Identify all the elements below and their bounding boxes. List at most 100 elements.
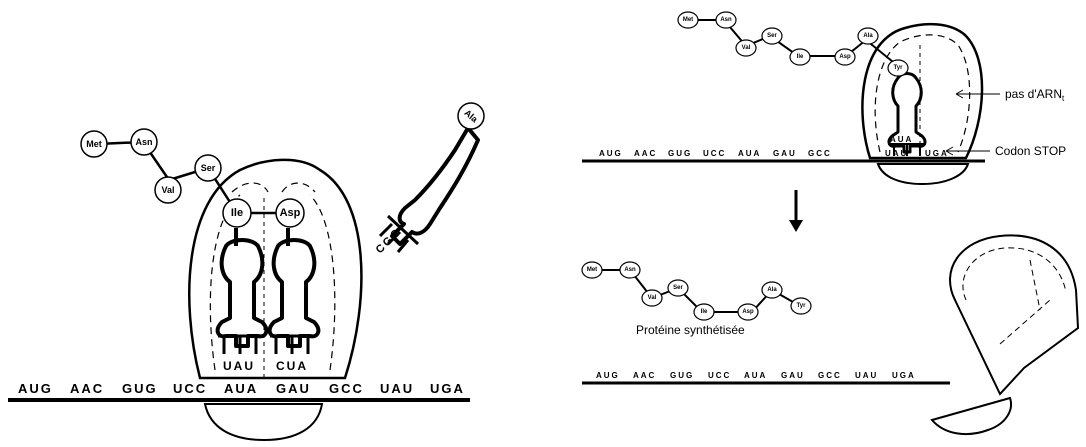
ribosome-small-subunit [203,403,324,442]
codon: AUA [744,371,767,380]
mrna-codons-left: AUG AAC GUG UCC AUA GAU GCC UAU UGA [18,381,465,396]
aa-ala: Ala [761,281,783,299]
aa-ser: Ser [761,27,783,45]
aa-ser: Ser [667,279,689,297]
aa-met: Met [581,261,603,279]
codon: GAU [773,149,797,158]
codon: UGA [430,381,465,396]
codon: GCC [808,149,832,158]
codon: AAC [634,149,657,158]
codon: UAU [885,149,908,158]
mrna-codons-top: AUG AAC GUG UCC AUA GAU GCC UAU UGA [599,149,949,158]
released-large-subunit [949,234,1080,396]
arrow-stop-head [945,146,954,156]
svg-text:Ser: Ser [673,285,683,291]
svg-text:Val: Val [648,295,657,301]
svg-text:Asn: Asn [135,137,152,147]
ribosome-large-subunit-top [861,22,984,160]
tyr-anticodon: AUA [890,135,913,144]
aa-ala-incoming: Ala [457,102,485,130]
trna-a-site-legs [270,334,314,354]
aa-asp: Asp [834,48,856,66]
svg-text:Tyr: Tyr [797,303,807,309]
svg-text:Met: Met [587,267,597,273]
codon: GAU [276,381,311,396]
mrna-codons-bottom: AUG AAC GUG UCC AUA GAU GCC UAU UGA [596,371,916,380]
svg-text:Ile: Ile [231,207,243,219]
codon: GUG [122,381,158,396]
svg-text:Ser: Ser [767,33,777,39]
codon: GCC [329,381,364,396]
svg-text:Ile: Ile [797,54,804,60]
aa-ile: Ile [789,48,811,66]
aa-tyr: Tyr [887,59,909,77]
aa-met: Met [80,130,108,158]
label-stop-codon: Codon STOP [995,144,1066,158]
codon: UCC [708,371,731,380]
aa-asn: Asn [715,11,737,29]
ribosome-inner-outline-top [874,34,971,153]
codon: AUG [18,381,53,396]
aa-asn: Asn [619,261,641,279]
right-top-panel: Met Asn Val Ser Ile Asp Ala Tyr AUA AUG … [582,11,1066,232]
arrow-no-trna-head [955,89,964,99]
codon: UCC [703,149,726,158]
left-panel: Met Asn Val Ser Ile Asp Ala UAU CUA CGG … [8,102,485,442]
svg-text:Asp: Asp [280,207,301,219]
aa-tyr: Tyr [790,297,812,315]
codon: AUG [599,149,623,158]
label-no-trna: pas d'ARNt [1005,87,1065,103]
released-small-subunit [930,396,1012,436]
aa-val: Val [735,39,757,57]
codon: GAU [781,371,805,380]
a-site-anticodon: CUA [276,359,308,373]
ribosome-small-subunit-top [876,163,970,186]
released-large-subunit-inner [962,247,1067,345]
svg-text:Met: Met [86,139,102,149]
peptide-bonds [96,140,290,215]
codon: UAU [380,381,414,396]
label-no-trna-subscript: t [1062,94,1065,103]
svg-text:Val: Val [742,45,751,51]
codon: UGA [925,149,949,158]
trna-p-site [215,228,269,348]
trna-incoming-legs [378,214,420,253]
trna-p-site-legs [218,334,262,354]
aa-ser: Ser [194,154,222,182]
svg-text:Asp: Asp [742,309,754,315]
ribosome-inner-outline [209,194,336,371]
codon: GCC [818,371,842,380]
svg-text:Ala: Ala [767,287,777,293]
svg-text:Val: Val [161,185,174,195]
aa-ile: Ile [222,198,252,228]
codon: GUG [668,149,692,158]
aa-asn: Asn [130,128,158,156]
codon: UAU [855,371,878,380]
svg-text:Asp: Asp [839,54,851,60]
trna-tyr-legs [888,143,926,156]
svg-text:Ser: Ser [201,163,216,173]
svg-text:Ala: Ala [863,33,873,39]
aa-ala: Ala [857,27,879,45]
codon: AAC [633,371,656,380]
svg-text:Met: Met [683,17,693,23]
protein-label: Protéine synthétisée [636,323,745,337]
codon: AUG [596,371,620,380]
aa-asp: Asp [737,303,759,321]
svg-text:Tyr: Tyr [894,65,904,71]
ribosome-top-dash [231,182,316,193]
aa-met: Met [677,11,699,29]
aa-asp: Asp [275,198,305,228]
trna-a-site [267,228,321,348]
codon: AUA [738,149,761,158]
codon: GUG [670,371,694,380]
aa-val: Val [154,176,182,204]
right-bottom-panel: Met Asn Val Ser Ile Asp Ala Tyr Protéine… [581,234,1080,436]
svg-text:Asn: Asn [720,17,732,23]
codon: AUA [224,381,258,396]
trna-incoming [390,126,480,246]
codon: UGA [892,371,916,380]
down-arrow-head [789,220,803,232]
codon: UCC [173,381,207,396]
